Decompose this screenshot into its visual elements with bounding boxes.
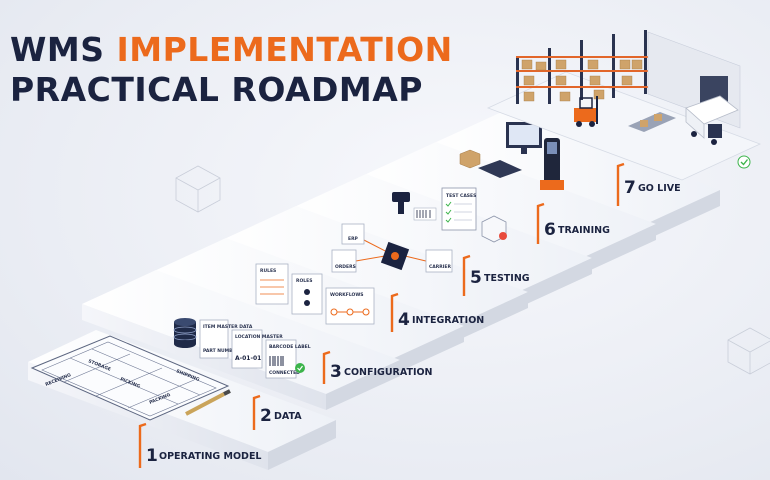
page-title: WMS IMPLEMENTATION PRACTICAL ROADMAP (10, 30, 453, 110)
keyboard (478, 160, 522, 178)
config-card-workflows-title: WORKFLOWS (330, 292, 364, 298)
config-card-roles: ROLES (291, 273, 323, 315)
warehouse-blueprint: RECEIVING STORAGE PICKING PACKING SHIPPI… (30, 335, 230, 421)
data-card-2-value: A-01-01 (235, 355, 261, 362)
check-icon (295, 363, 305, 373)
step-6-number: 6 (544, 220, 556, 240)
gear-icon (380, 241, 410, 271)
title-plain: WMS (10, 30, 117, 69)
packing-table (628, 112, 676, 132)
data-card-1-title: ITEM MASTER DATA (203, 324, 253, 330)
step-2-label: DATA (274, 411, 302, 422)
integration-node-erp-label: ERP (348, 236, 359, 242)
workstation-monitor (506, 122, 542, 154)
step-4-label: INTEGRATION (412, 315, 484, 326)
step-marker-6 (536, 202, 545, 244)
data-card-3-value: CONNECTED (269, 370, 300, 376)
handheld-scanner-icon (540, 138, 564, 190)
title-line-1: WMS IMPLEMENTATION (10, 30, 453, 70)
database-icon (173, 318, 197, 348)
warehouse-floor (486, 71, 762, 181)
title-accent: IMPLEMENTATION (116, 30, 453, 69)
title-line-2: PRACTICAL ROADMAP (10, 70, 423, 109)
config-card-roles-title: ROLES (296, 278, 312, 284)
step-2-number: 2 (260, 406, 272, 426)
integration-node-erp: ERP (341, 223, 365, 245)
go-live-check-icon (737, 155, 751, 169)
data-card-1: ITEM MASTER DATA PART NUMBER (199, 319, 253, 359)
step-1-label: OPERATING MODEL (159, 451, 262, 462)
background-cube-left (175, 165, 221, 213)
step-marker-2 (252, 394, 261, 430)
background-cube-right (727, 327, 770, 375)
barcode-label (413, 207, 437, 221)
box-icon (481, 215, 507, 243)
step-marker-4 (390, 292, 399, 332)
testing-clipboard: TEST CASES (441, 187, 477, 231)
integration-node-orders: ORDERS (331, 249, 357, 273)
step-5-number: 5 (470, 268, 482, 288)
config-card-rules-title: RULES (260, 268, 276, 274)
data-card-1-value: PART NUMBER (203, 348, 240, 354)
data-card-3-title: BARCODE LABEL (269, 344, 311, 350)
step-7-number: 7 (624, 178, 636, 198)
step-1-number: 1 (146, 446, 158, 466)
config-card-workflows: WORKFLOWS (325, 287, 375, 325)
step-marker-1 (138, 422, 147, 468)
integration-node-carrier-label: CARRIER (429, 264, 451, 270)
data-card-3: BARCODE LABEL CONNECTED (265, 339, 311, 379)
step-3-label: CONFIGURATION (344, 367, 433, 378)
step-7-label: GO LIVE (638, 183, 681, 194)
step-marker-7 (616, 162, 625, 206)
forklift-icon (574, 96, 598, 127)
data-card-2-title: LOCATION MASTER (235, 334, 283, 340)
truck-icon (685, 95, 739, 145)
barcode-scanner-icon (392, 192, 410, 214)
box-stack (459, 149, 481, 169)
pencil-icon (185, 389, 231, 416)
step-5-label: TESTING (484, 273, 530, 284)
step-6-label: TRAINING (558, 225, 610, 236)
config-card-rules: RULES (255, 263, 289, 305)
step-marker-3 (322, 350, 331, 384)
step-marker-5 (462, 254, 471, 296)
step-3-number: 3 (330, 362, 342, 382)
step-4-number: 4 (398, 310, 410, 330)
storage-racks (516, 30, 648, 104)
data-card-2: LOCATION MASTER A-01-01 (231, 329, 283, 369)
testing-card-title: TEST CASES (446, 193, 476, 199)
integration-node-carrier: CARRIER (425, 249, 453, 273)
integration-node-orders-label: ORDERS (335, 264, 356, 270)
